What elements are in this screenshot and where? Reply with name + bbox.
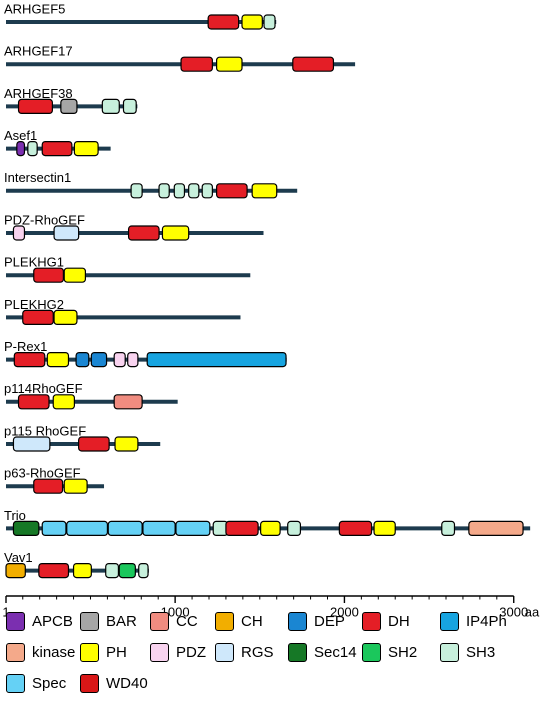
protein-row-p63-rhogef: p63-RhoGEF	[4, 466, 105, 494]
domain-dh	[22, 309, 54, 325]
protein-name: ARHGEF5	[4, 1, 65, 16]
protein-name: ARHGEF17	[4, 44, 73, 59]
domain-dh	[33, 267, 64, 283]
domain-ph	[53, 309, 78, 325]
domain-sh3	[105, 562, 120, 579]
protein-name: p115 RhoGEF	[4, 423, 86, 438]
domain-dh	[33, 478, 64, 494]
scale-tick-label: 1	[2, 604, 9, 619]
domain-kinase	[468, 520, 524, 537]
scale-tick-label: 3000	[499, 604, 528, 619]
domain-ph	[260, 520, 281, 537]
domain-sh3	[201, 183, 213, 199]
domain-spec	[175, 520, 211, 537]
domain-ip4ph	[146, 352, 287, 368]
domain-cc	[113, 394, 143, 410]
domain-bar	[60, 98, 78, 115]
domain-dh	[41, 141, 73, 157]
domain-sh3	[130, 183, 143, 199]
domain-sh3	[138, 562, 149, 579]
domain-ch	[5, 562, 26, 579]
domain-dh	[127, 225, 160, 241]
domain-sh2	[118, 562, 136, 579]
domain-pdz	[127, 352, 139, 368]
domain-ph	[161, 225, 190, 241]
scale-tick-label: 2000	[330, 604, 359, 619]
protein-row-trio: Trio	[4, 508, 531, 537]
domain-dh	[180, 56, 213, 72]
protein-row-arhgef17: ARHGEF17	[4, 44, 356, 72]
domain-dh	[17, 394, 50, 410]
protein-row-pdz-rhogef: PDZ-RhoGEF	[4, 212, 264, 241]
domain-rgs	[12, 436, 51, 452]
domain-sh3	[441, 520, 456, 537]
protein-row-p115-rhogef: p115 RhoGEF	[4, 423, 161, 452]
domain-rgs	[53, 225, 80, 241]
protein-row-p-rex1: P-Rex1	[4, 339, 287, 368]
domain-ph	[72, 562, 92, 579]
scale-unit-label: aa	[525, 604, 540, 619]
domain-dh	[207, 14, 240, 30]
protein-name: P-Rex1	[4, 339, 47, 354]
domain-dh	[225, 520, 259, 537]
domain-pdz	[113, 352, 126, 368]
protein-name: p63-RhoGEF	[4, 466, 81, 481]
protein-row-plekhg2: PLEKHG2	[4, 297, 241, 325]
domain-ph	[241, 14, 263, 30]
protein-row-arhgef38: ARHGEF38	[4, 86, 138, 115]
scale-tick-label: 1000	[161, 604, 190, 619]
domain-dh	[292, 56, 335, 72]
protein-name: PLEKHG1	[4, 255, 64, 270]
domain-ph	[73, 141, 99, 157]
domain-spec	[66, 520, 109, 537]
domain-sh3	[287, 520, 302, 537]
domain-dh	[13, 352, 46, 368]
protein-name: Trio	[4, 508, 26, 523]
protein-name: Intersectin1	[4, 170, 71, 185]
domain-ph	[63, 267, 87, 283]
domain-dh	[78, 436, 110, 452]
domain-sh3	[101, 98, 120, 115]
protein-row-vav1: Vav1	[4, 550, 149, 579]
protein-name: PLEKHG2	[4, 297, 64, 312]
domain-sh3	[173, 183, 186, 199]
domain-apcb	[16, 141, 26, 157]
domain-ph	[114, 436, 139, 452]
domain-pdz	[12, 225, 26, 241]
protein-name: Vav1	[4, 550, 33, 565]
domain-ph	[46, 352, 70, 368]
domain-ph	[216, 56, 243, 72]
domain-sh3	[158, 183, 170, 199]
protein-row-intersectin1: Intersectin1	[4, 170, 298, 199]
protein-name: ARHGEF38	[4, 86, 73, 101]
domain-dep	[75, 352, 90, 368]
domain-sh3	[188, 183, 200, 199]
domain-dep	[90, 352, 108, 368]
domain-ph	[373, 520, 396, 537]
domain-ph	[63, 478, 88, 494]
domain-dh	[38, 562, 70, 579]
domain-spec	[142, 520, 176, 537]
domain-sh3	[122, 98, 137, 115]
domain-spec	[41, 520, 67, 537]
domain-ph	[52, 394, 75, 410]
protein-name: Asef1	[4, 128, 37, 143]
domain-spec	[107, 520, 143, 537]
domain-sh3	[263, 14, 276, 30]
protein-row-arhgef5: ARHGEF5	[4, 1, 277, 30]
domain-ph	[251, 183, 278, 199]
domain-dh	[216, 183, 248, 199]
domain-dh	[17, 98, 53, 115]
protein-name: PDZ-RhoGEF	[4, 212, 85, 227]
protein-row-p114rhogef: p114RhoGEF	[4, 381, 178, 410]
protein-row-asef1: Asef1	[4, 128, 111, 157]
protein-name: p114RhoGEF	[4, 381, 83, 396]
domain-dh	[338, 520, 373, 537]
protein-row-plekhg1: PLEKHG1	[4, 255, 251, 283]
domain-sh3	[27, 141, 38, 157]
domain-sec14	[12, 520, 40, 537]
